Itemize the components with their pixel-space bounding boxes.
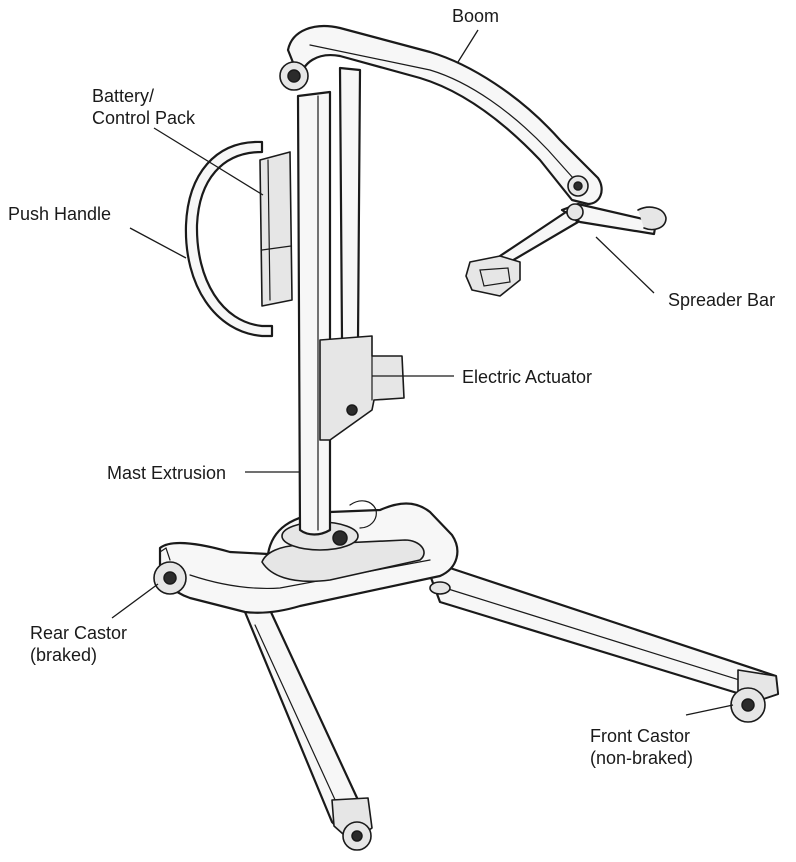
patient-lift-illustration [153,24,780,851]
labels: Boom Battery/ Control Pack Push Handle S… [8,6,775,768]
label-front-castor-line1: Front Castor [590,726,690,746]
leader-boom [457,29,479,63]
rear-castor-left [153,547,187,595]
label-push-handle: Push Handle [8,204,111,224]
label-electric-actuator: Electric Actuator [462,367,592,387]
label-battery-line1: Battery/ [92,86,154,106]
label-rear-castor-line2: (braked) [30,645,97,665]
leader-front-castor [685,704,734,716]
label-boom: Boom [452,6,499,26]
front-castor [730,687,766,723]
label-rear-castor-line1: Rear Castor [30,623,127,643]
spreader-bar [465,202,667,297]
right-base-leg [428,566,780,702]
boom [286,24,603,206]
leader-rear-castor [111,583,159,619]
rear-castor-bottom [342,821,372,851]
label-front-castor-line2: (non-braked) [590,748,693,768]
rear-castor-right [429,581,451,595]
mast-extrusion [296,90,332,536]
label-battery-line2: Control Pack [92,108,196,128]
actuator-rod [338,66,362,342]
battery-control-pack [259,151,293,307]
leader-battery [153,127,264,196]
leader-spreader-bar [595,236,655,294]
push-handle [184,140,274,338]
leader-push-handle [129,227,187,259]
leader-lines [111,29,734,716]
electric-actuator [319,335,405,441]
label-mast-extrusion: Mast Extrusion [107,463,226,483]
label-spreader-bar: Spreader Bar [668,290,775,310]
